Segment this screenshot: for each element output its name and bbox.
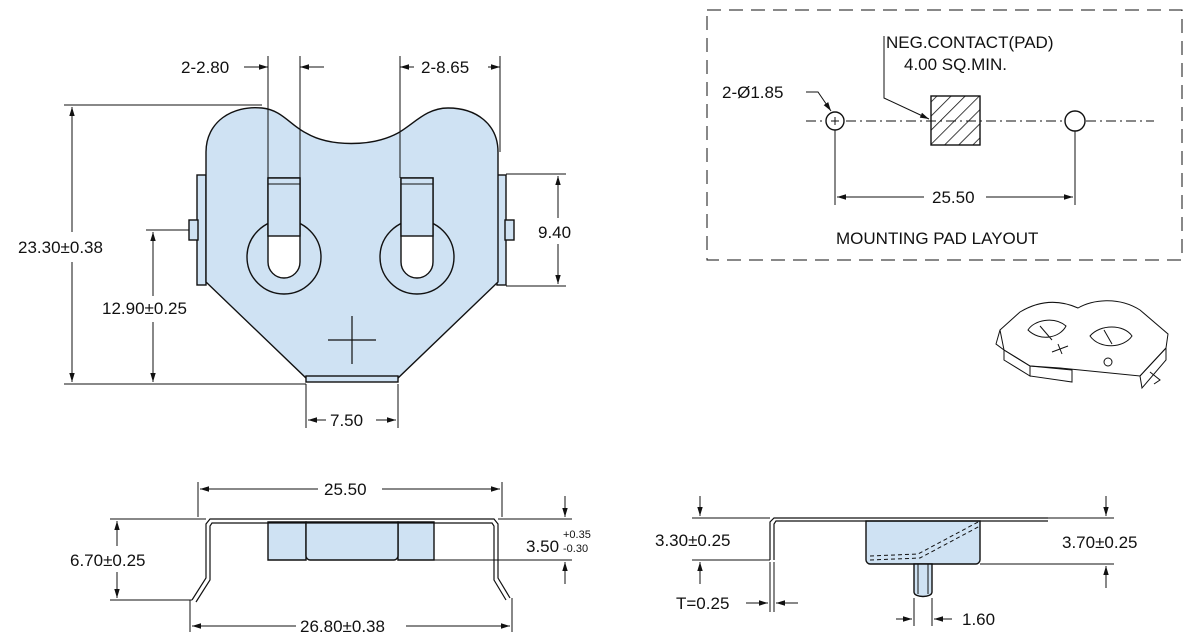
layout-caption: MOUNTING PAD LAYOUT [836, 229, 1038, 248]
front-left-tab [267, 521, 307, 561]
dim-right-height: 3.70±0.25 [1062, 533, 1138, 552]
side-frame-outer [769, 517, 1048, 560]
dim-contact-height: 12.90±0.25 [102, 299, 187, 318]
dim-height: 23.30±0.38 [18, 238, 103, 257]
callout-neg-contact: NEG.CONTACT(PAD) [886, 33, 1053, 52]
left-small-tab [188, 219, 199, 241]
dim-hole-spacing: 25.50 [932, 188, 975, 207]
front-frame-inner [195, 522, 507, 603]
isometric-view [995, 300, 1169, 390]
left-contact-tab [267, 177, 301, 237]
dim-side-tab: 9.40 [538, 223, 571, 242]
dim-tab-width: 2-2.80 [181, 58, 229, 77]
right-contact-tab [400, 177, 434, 237]
layout-frame [706, 9, 1183, 261]
dim-thickness: T=0.25 [676, 594, 729, 613]
side-view: 3.30±0.25 3.70±0.25 T=0.25 1.60 [655, 496, 1138, 629]
callout-pad-size: 4.00 SQ.MIN. [904, 55, 1007, 74]
front-view: 25.50 6.70±0.25 3.50 +0.35 -0.30 26.80±0… [70, 480, 591, 636]
dim-overall-height: 6.70±0.25 [70, 551, 146, 570]
dim-bottom-width: 26.80±0.38 [300, 617, 385, 636]
dim-left-height: 3.30±0.25 [655, 531, 731, 550]
side-body [865, 520, 981, 565]
side-frame-inner [773, 520, 1048, 560]
dim-slot-width: 2-8.65 [421, 58, 469, 77]
dim-contact-width: 1.60 [962, 610, 995, 629]
neg-contact-pad [930, 95, 981, 146]
dim-inner-height-tol-minus: -0.30 [563, 543, 588, 555]
side-contact [913, 563, 933, 598]
top-view: 2-2.80 2-8.65 23.30±0.38 12.90±0.25 9.40… [18, 56, 571, 430]
dim-inner-height-base: 3.50 [526, 537, 559, 556]
front-right-tab [397, 521, 435, 561]
bottom-pad [305, 375, 399, 383]
holder-body [205, 106, 499, 379]
right-small-tab [504, 219, 515, 241]
mounting-pad-layout: NEG.CONTACT(PAD) 4.00 SQ.MIN. 2-Ø1.85 25… [706, 9, 1183, 261]
dim-top-width: 25.50 [324, 480, 367, 499]
dim-inner-height-tol-plus: +0.35 [563, 529, 591, 541]
dim-bottom-pad: 7.50 [330, 411, 363, 430]
dim-hole: 2-Ø1.85 [722, 83, 783, 102]
front-frame-outer [191, 518, 511, 601]
right-mounting-hole [1064, 110, 1086, 132]
front-center-body [305, 521, 399, 561]
